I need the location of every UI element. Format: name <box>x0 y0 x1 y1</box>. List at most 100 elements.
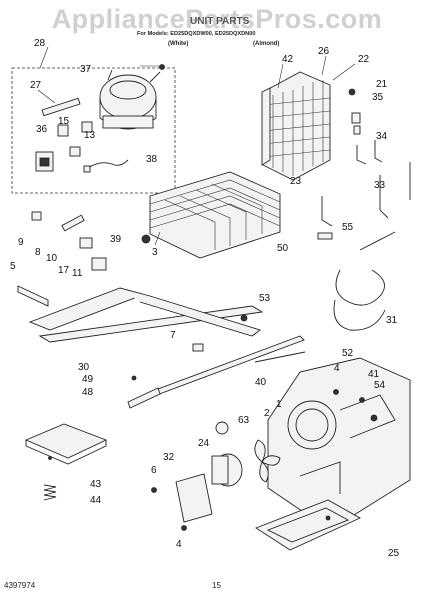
callout-23: 23 <box>290 176 302 187</box>
page-number: 15 <box>212 581 221 590</box>
wire-harness-38[interactable] <box>83 159 129 173</box>
callout-36: 36 <box>36 124 48 135</box>
callout-9: 9 <box>18 237 24 248</box>
condenser-coil[interactable] <box>262 71 331 181</box>
drain-pan-25[interactable] <box>255 499 361 551</box>
grommet-37[interactable] <box>159 64 165 70</box>
rail-frame-30[interactable] <box>17 285 264 343</box>
callout-17: 17 <box>58 265 70 276</box>
screw-6[interactable] <box>151 487 157 493</box>
tube-33[interactable] <box>379 175 389 219</box>
callout-39: 39 <box>110 234 122 245</box>
callout-30: 30 <box>78 362 90 373</box>
motor-bracket-32[interactable] <box>175 473 213 523</box>
fan-bracket[interactable] <box>267 357 411 531</box>
cover-13[interactable] <box>81 121 93 133</box>
callout-40: 40 <box>255 377 267 388</box>
callout-5: 5 <box>10 261 16 272</box>
screw-41[interactable] <box>359 397 365 403</box>
condenser-end-cap-42[interactable] <box>261 87 271 166</box>
callout-24: 24 <box>198 438 210 449</box>
callout-21: 21 <box>376 79 388 90</box>
start-relay-36[interactable] <box>35 151 54 172</box>
callout-37: 37 <box>80 64 92 75</box>
callout-25: 25 <box>388 548 400 559</box>
callout-6: 6 <box>151 465 157 476</box>
callout-8: 8 <box>35 247 41 258</box>
grommet-54[interactable] <box>370 414 378 422</box>
callout-44: 44 <box>90 495 102 506</box>
leader-28 <box>39 46 49 69</box>
power-cord-31[interactable] <box>333 231 396 331</box>
callout-53: 53 <box>259 293 271 304</box>
bushing-63[interactable] <box>215 421 229 435</box>
callout-34: 34 <box>376 131 388 142</box>
part-17[interactable] <box>91 257 107 271</box>
compressor-kit-box <box>11 67 176 194</box>
document-number: 4397974 <box>4 581 36 590</box>
screw-4-upper[interactable] <box>333 389 339 395</box>
callout-38: 38 <box>146 154 158 165</box>
screw-21[interactable] <box>348 88 356 96</box>
callout-28: 28 <box>34 38 46 49</box>
callout-1: 1 <box>276 399 282 410</box>
variant-almond: (Almond) <box>253 41 280 47</box>
callout-50: 50 <box>277 243 289 254</box>
fan-motor-24[interactable] <box>211 453 243 487</box>
callout-35: 35 <box>372 92 384 103</box>
callout-41: 41 <box>368 369 380 380</box>
fan-blade-2[interactable] <box>254 439 281 483</box>
heater-23[interactable] <box>321 196 333 227</box>
callout-15: 15 <box>58 116 70 127</box>
model-numbers: For Models: ED25DQXDW00, ED25DQXDN00 <box>137 31 256 37</box>
callout-11: 11 <box>72 268 83 279</box>
relay-15[interactable] <box>57 124 81 157</box>
part-9[interactable] <box>31 211 42 221</box>
leader-42 <box>277 63 284 89</box>
diagram-title: UNIT PARTS <box>190 16 250 27</box>
clip-35[interactable] <box>351 112 361 135</box>
leader-26 <box>321 55 327 76</box>
callout-4: 4 <box>334 363 340 374</box>
site-watermark: AppliancePartsPros.com <box>51 4 383 34</box>
callout-43: 43 <box>90 479 102 490</box>
callout-48: 48 <box>82 387 94 398</box>
screw-53[interactable] <box>240 314 248 322</box>
callout-27: 27 <box>30 80 42 91</box>
overload-protector-27[interactable] <box>37 89 81 117</box>
part-10[interactable] <box>79 237 93 249</box>
tube-52[interactable] <box>254 351 306 363</box>
leader-22 <box>332 63 356 81</box>
evaporator-coil[interactable] <box>149 171 281 259</box>
part-48[interactable] <box>127 387 161 409</box>
screw-4-lower[interactable] <box>181 525 187 531</box>
callout-52: 52 <box>342 348 354 359</box>
variant-white: (White) <box>168 41 189 47</box>
compressor[interactable] <box>99 69 161 130</box>
screw-4-pan[interactable] <box>325 515 331 521</box>
callout-63: 63 <box>238 415 250 426</box>
callout-3: 3 <box>152 247 158 258</box>
bracket-34[interactable] <box>356 140 383 165</box>
sensor-55[interactable] <box>317 232 333 240</box>
callout-33: 33 <box>374 180 386 191</box>
tube-8[interactable] <box>61 214 85 232</box>
grommet-39[interactable] <box>141 234 151 244</box>
spring-44[interactable] <box>43 484 57 501</box>
callout-22: 22 <box>358 54 370 65</box>
screw-49[interactable] <box>131 375 137 381</box>
callout-2: 2 <box>264 408 270 419</box>
cover-plate-43[interactable] <box>24 423 108 465</box>
callout-7: 7 <box>170 330 176 341</box>
leader-3 <box>154 231 161 246</box>
callout-10: 10 <box>46 253 58 264</box>
clip-7[interactable] <box>192 343 204 352</box>
callout-55: 55 <box>342 222 354 233</box>
callout-45: 4 <box>176 539 182 550</box>
callout-49: 49 <box>82 374 94 385</box>
callout-32: 32 <box>163 452 175 463</box>
callout-26: 26 <box>318 46 330 57</box>
